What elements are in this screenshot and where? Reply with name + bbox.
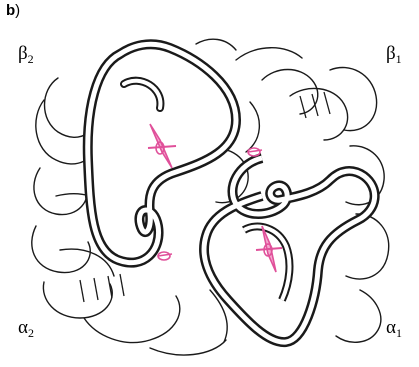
label-alpha2: α2 (18, 318, 34, 339)
heme-groups (147, 123, 283, 273)
panel-letter: b (6, 2, 16, 19)
label-beta2-symbol: β (18, 43, 28, 64)
heme-alpha1-small (247, 147, 263, 157)
label-beta1-index: 1 (395, 52, 402, 66)
beta1-chain (199, 153, 380, 348)
label-beta1-symbol: β (386, 43, 396, 64)
label-beta2: β2 (18, 44, 34, 65)
label-alpha2-index: 2 (27, 326, 34, 340)
label-beta2-index: 2 (27, 52, 34, 66)
label-alpha1-index: 1 (395, 326, 402, 340)
label-beta1: β1 (386, 44, 402, 65)
panel-label: b) (6, 2, 20, 19)
heme-beta1 (255, 225, 283, 273)
heme-alpha2-small (157, 251, 173, 261)
label-alpha1-symbol: α (386, 317, 396, 338)
panel-paren: ) (15, 2, 21, 19)
sheet-hatching (79, 91, 331, 303)
label-alpha2-symbol: α (18, 317, 28, 338)
label-alpha1: α1 (386, 318, 402, 339)
heme-beta2 (147, 123, 177, 169)
